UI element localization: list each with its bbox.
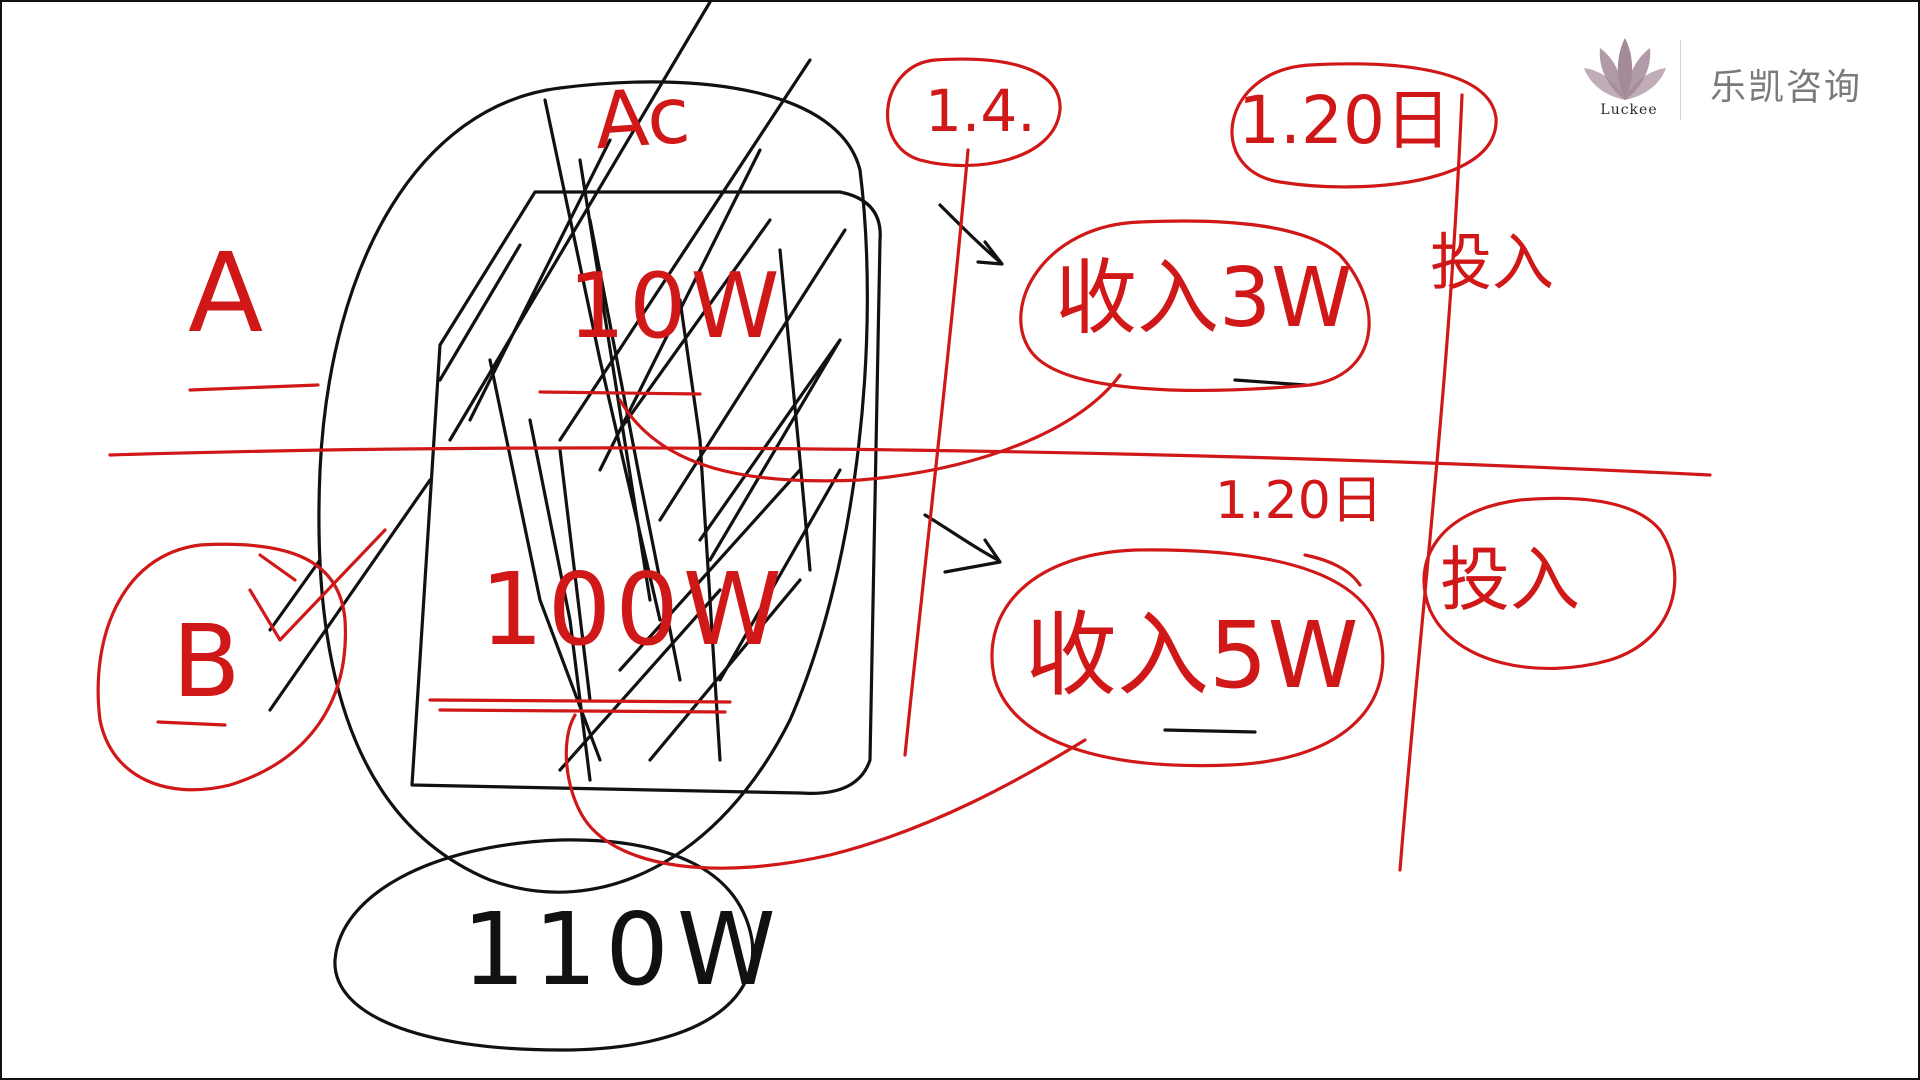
timeline-b <box>1398 93 1464 872</box>
label-bottom-amount: 100W <box>480 551 786 668</box>
label-b: B <box>172 603 241 720</box>
horizontal-divider <box>108 446 1712 477</box>
label-date-a: 1.4. <box>925 77 1036 145</box>
logo-chinese-text: 乐凯咨询 <box>1710 67 1863 108</box>
large-oval <box>317 80 869 894</box>
label-total: 110W <box>462 891 784 1008</box>
b-circle <box>96 542 348 792</box>
lotus-logo-icon <box>1584 38 1666 100</box>
red-ink-strokes <box>96 57 1712 872</box>
timeline-a <box>903 148 970 757</box>
b-checkmark <box>248 528 387 642</box>
arrow-to-income-a <box>938 203 1004 266</box>
total-oval <box>333 838 755 1052</box>
date-b-circle <box>1230 62 1498 189</box>
arrow-to-income-b <box>923 513 1002 574</box>
inner-rectangle <box>410 190 882 795</box>
label-top-amount: 10W <box>568 254 784 359</box>
logo-latin-text: Luckee <box>1600 102 1658 118</box>
label-date-b-mid: 1.20日 <box>1215 471 1383 531</box>
label-ac: Ac <box>591 70 693 168</box>
link-income-b <box>564 713 1087 870</box>
date-a-circle <box>885 57 1062 168</box>
b-underline <box>156 720 227 727</box>
income-a-emphasis <box>1233 378 1307 387</box>
income-b-circle <box>990 548 1385 768</box>
bottom-amount-underline <box>428 698 732 714</box>
link-income-a <box>618 373 1122 483</box>
black-ink-strokes <box>268 0 1307 1052</box>
note-circle <box>1422 496 1677 671</box>
a-underline <box>188 383 320 392</box>
top-amount-underline <box>538 390 702 396</box>
label-note-bottom: 投入 <box>1440 539 1580 621</box>
income-b-emphasis <box>1163 728 1257 734</box>
logo-divider <box>1680 40 1681 120</box>
date-mid-tail <box>1303 553 1362 587</box>
label-date-b-top: 1.20日 <box>1238 82 1451 159</box>
hatch-lines <box>268 0 847 782</box>
brand-logo: Luckee 乐凯咨询 <box>1580 30 1880 130</box>
label-income-a: 收入3W <box>1055 251 1353 346</box>
label-income-b: 收入5W <box>1025 602 1359 709</box>
label-note-top: 投入 <box>1430 226 1555 299</box>
income-a-circle <box>1019 219 1371 392</box>
label-a: A <box>188 229 264 357</box>
